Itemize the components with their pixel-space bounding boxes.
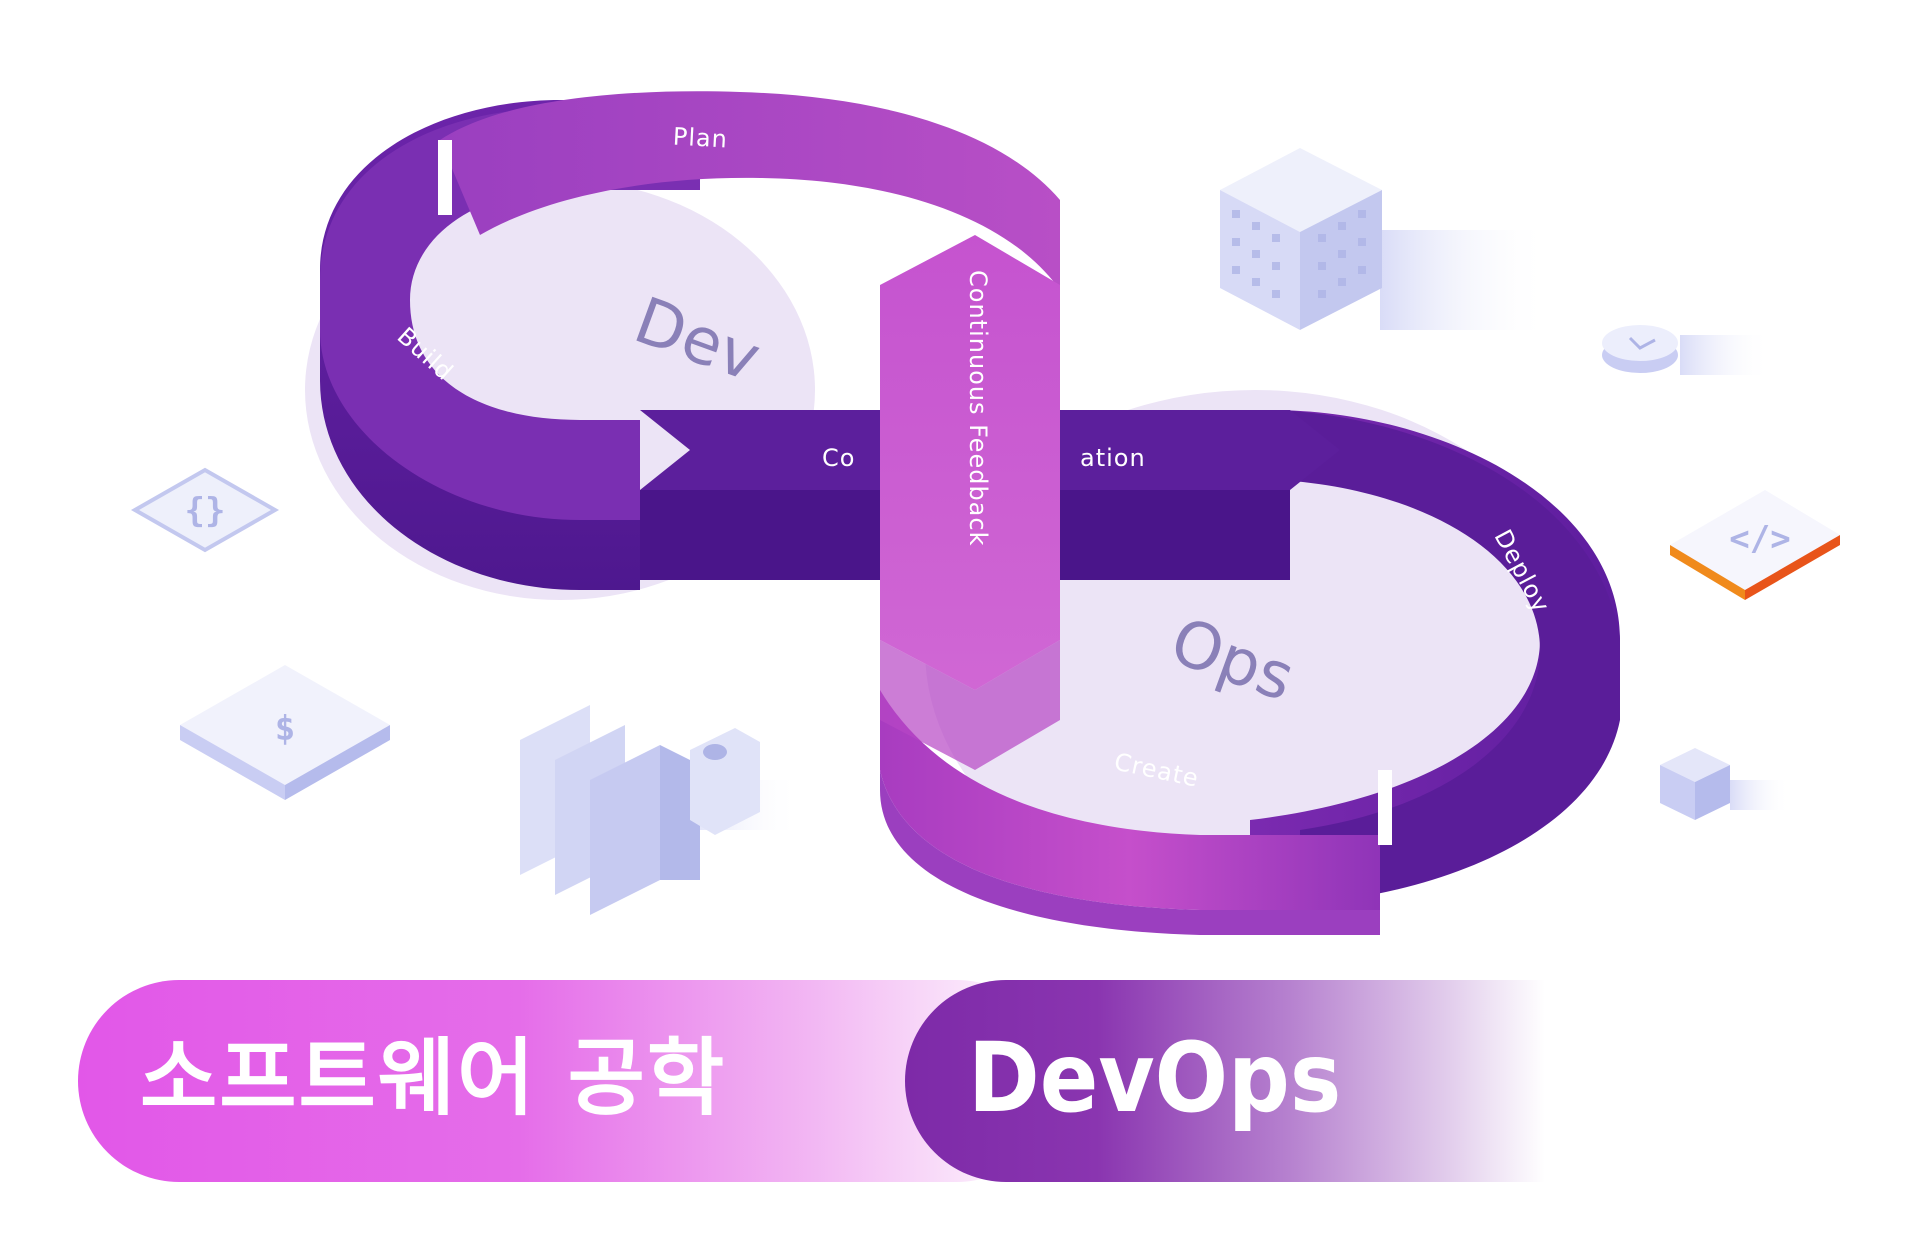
stage-integration-end-label: ation: [1080, 444, 1146, 472]
feedback-strip: [880, 235, 1060, 770]
curly-braces-icon: {}: [130, 467, 280, 553]
banner-subtitle: DevOps: [968, 1022, 1342, 1134]
server-cube-icon: [1220, 148, 1550, 330]
code-tag-icon: </>: [1670, 490, 1840, 600]
banner-title: 소프트웨어 공학: [140, 1029, 727, 1127]
dollar-glyph: $: [275, 709, 295, 749]
curly-braces-glyph: {}: [185, 491, 226, 531]
clock-icon: [1602, 325, 1770, 375]
dollar-icon: $: [180, 665, 390, 800]
database-blocks-icon: [520, 705, 800, 915]
stage-feedback-label: Continuous Feedback: [964, 270, 992, 546]
small-cube-icon: [1660, 748, 1790, 820]
dev-loop: [320, 91, 1060, 590]
title-banner: [78, 980, 1058, 1182]
code-tag-glyph: </>: [1729, 519, 1790, 559]
stage-plan-label: Plan: [672, 123, 728, 154]
subtitle-banner: [905, 980, 1545, 1182]
ops-loop: [880, 410, 1620, 935]
stage-integration-start-label: Co: [822, 444, 855, 472]
